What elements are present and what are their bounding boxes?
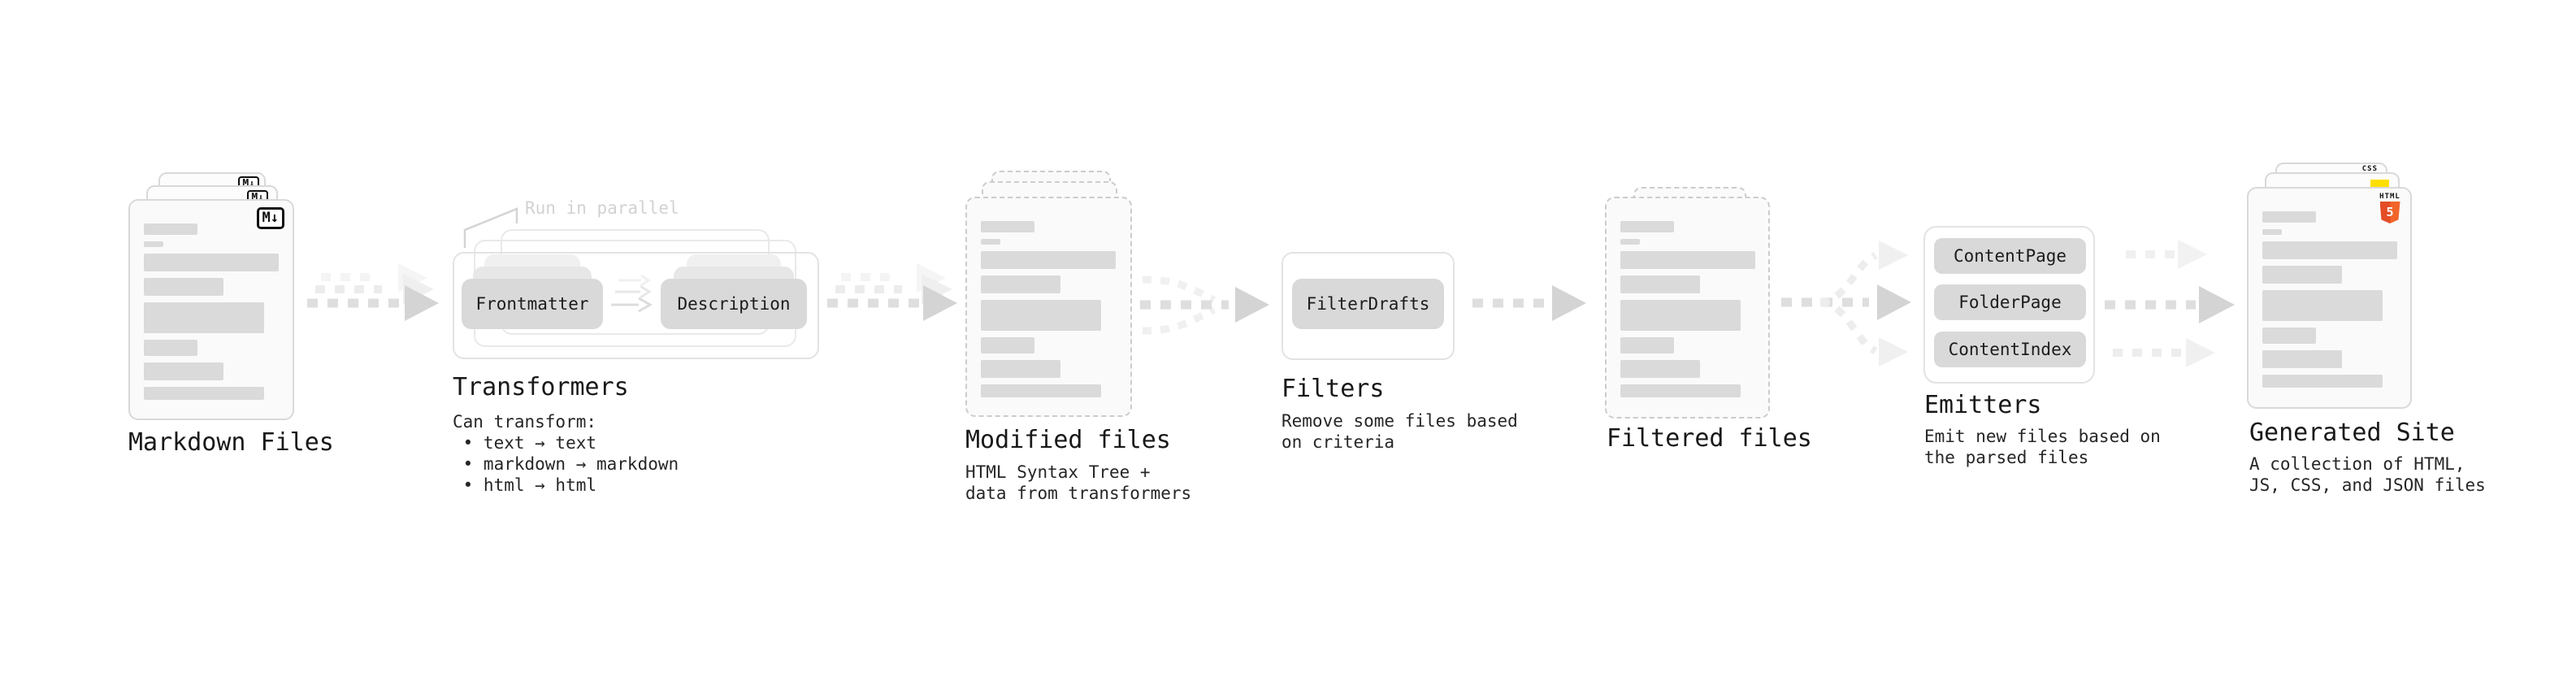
document-content-bars — [2262, 211, 2397, 388]
document-content-bars — [144, 223, 279, 400]
document-content-bars — [981, 221, 1116, 397]
arrow-emitters-to-generated — [2105, 240, 2235, 367]
filtered-file-card-front — [1605, 197, 1770, 419]
generated-site-description: A collection of HTML, JS, CSS, and JSON … — [2249, 454, 2486, 495]
stage-label-emitters: Emitters — [1924, 391, 2042, 419]
arrow-filtered-to-emitters — [1781, 241, 1911, 367]
generated-file-card-front: HTML 5 — [2247, 187, 2412, 409]
html5-word: HTML — [2379, 193, 2400, 201]
stage-label-modified-files: Modified files — [965, 426, 1171, 454]
filterdrafts-chip: FilterDrafts — [1292, 279, 1444, 329]
arrow-filters-to-filtered — [1472, 285, 1586, 321]
run-in-parallel-annotation: Run in parallel — [525, 198, 679, 218]
modified-file-card-front — [965, 197, 1132, 417]
transformer-frame-front — [453, 252, 819, 359]
transformers-description: Can transform: • text → text • markdown … — [453, 412, 679, 495]
markdown-file-card-front: M↓ — [128, 199, 294, 420]
arrow-markdown-to-transformers — [307, 263, 439, 321]
folderpage-emitter-chip: FolderPage — [1934, 284, 2086, 320]
contentpage-emitter-chip: ContentPage — [1934, 238, 2086, 274]
description-transformer-chip: Description — [661, 279, 807, 329]
filters-description: Remove some files based on criteria — [1281, 411, 1518, 452]
stage-label-transformers: Transformers — [453, 373, 629, 401]
stage-label-markdown-files: Markdown Files — [128, 428, 334, 457]
stage-label-filters: Filters — [1281, 375, 1385, 403]
arrow-modified-to-filters — [1140, 275, 1269, 335]
html5-shield: 5 — [2379, 202, 2400, 223]
emitters-frame — [1923, 226, 2095, 384]
contentindex-emitter-chip: ContentIndex — [1934, 332, 2086, 367]
document-content-bars — [1620, 221, 1755, 397]
html5-badge-icon: HTML 5 — [2378, 193, 2402, 223]
markdown-icon: M↓ — [256, 207, 284, 229]
modified-files-description: HTML Syntax Tree + data from transformer… — [965, 462, 1192, 503]
stage-label-filtered-files: Filtered files — [1607, 424, 1812, 453]
emitters-description: Emit new files based on the parsed files — [1924, 427, 2161, 467]
arrow-transformers-to-modified — [827, 263, 957, 321]
stage-label-generated-site: Generated Site — [2249, 419, 2455, 447]
filters-frame — [1281, 252, 1455, 360]
frontmatter-transformer-chip: Frontmatter — [462, 279, 603, 329]
